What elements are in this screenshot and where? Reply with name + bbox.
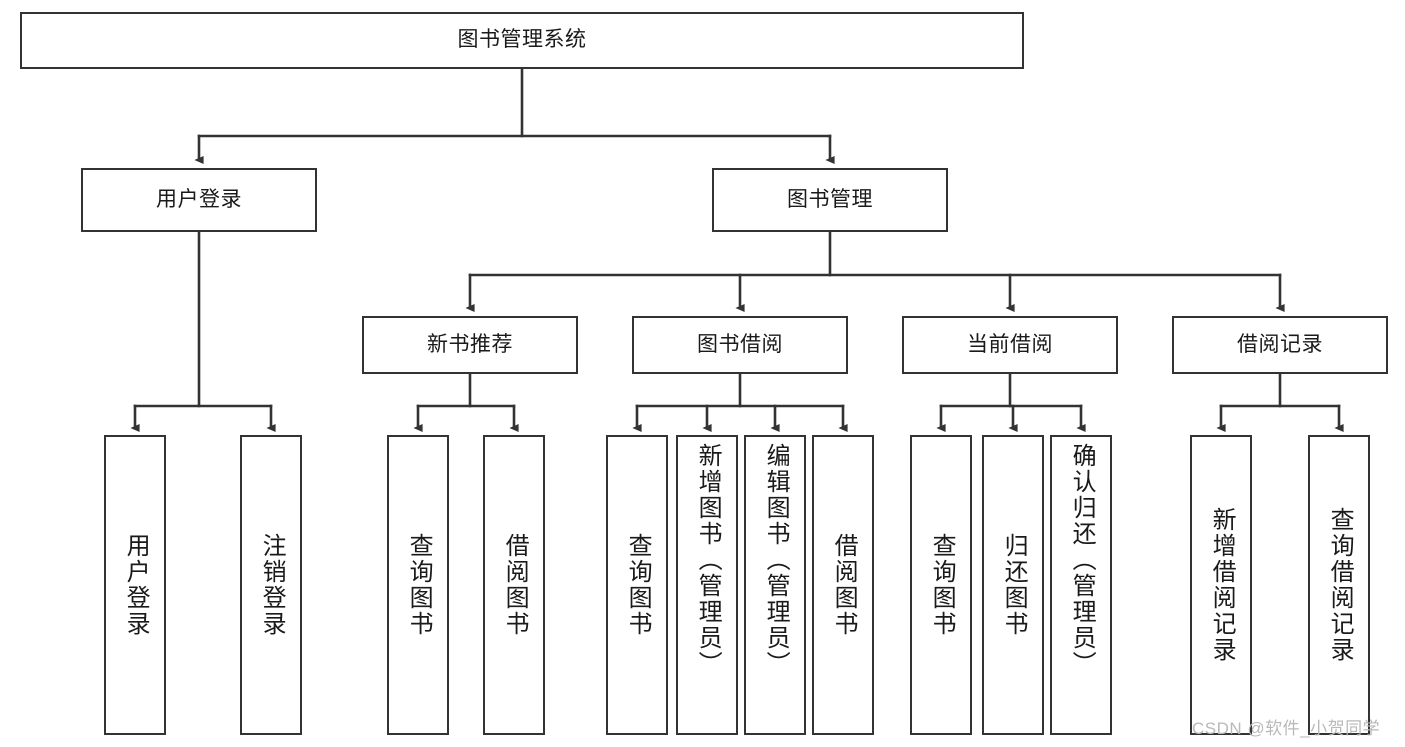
- node-leaf-confirm-return-label: 确认归还（管理员）: [1068, 443, 1096, 677]
- node-borrow-record-label: 借阅记录: [1237, 332, 1323, 356]
- node-leaf-user-login[interactable]: 用户登录: [104, 435, 166, 735]
- node-current-borrow[interactable]: 当前借阅: [902, 316, 1118, 374]
- node-leaf-query-record-label: 查询借阅记录: [1326, 507, 1354, 663]
- node-book-borrow-label: 图书借阅: [697, 332, 783, 356]
- node-leaf-query-book-3-label: 查询图书: [928, 533, 956, 637]
- node-borrow-record[interactable]: 借阅记录: [1172, 316, 1388, 374]
- node-leaf-borrow-book-2[interactable]: 借阅图书: [812, 435, 874, 735]
- node-leaf-add-record[interactable]: 新增借阅记录: [1190, 435, 1252, 735]
- node-leaf-borrow-book-1[interactable]: 借阅图书: [483, 435, 545, 735]
- node-leaf-query-book-1-label: 查询图书: [405, 533, 433, 637]
- node-leaf-logout-label: 注销登录: [258, 533, 286, 637]
- node-leaf-borrow-book-2-label: 借阅图书: [830, 533, 858, 637]
- node-leaf-edit-book[interactable]: 编辑图书（管理员）: [744, 435, 806, 735]
- node-leaf-add-book-label: 新增图书（管理员）: [694, 443, 722, 677]
- node-leaf-add-record-label: 新增借阅记录: [1208, 507, 1236, 663]
- node-current-borrow-label: 当前借阅: [967, 332, 1053, 356]
- node-leaf-query-book-2[interactable]: 查询图书: [606, 435, 668, 735]
- node-root-label: 图书管理系统: [457, 28, 587, 52]
- node-leaf-return-book-label: 归还图书: [1000, 533, 1028, 637]
- node-user-login-label: 用户登录: [156, 187, 242, 211]
- node-user-login[interactable]: 用户登录: [81, 168, 317, 232]
- node-leaf-query-book-2-label: 查询图书: [624, 533, 652, 637]
- node-book-management-label: 图书管理: [787, 187, 873, 211]
- node-leaf-return-book[interactable]: 归还图书: [982, 435, 1044, 735]
- csdn-watermark: CSDN @软件_小贺同学: [1192, 719, 1381, 738]
- node-new-book-recommend-label: 新书推荐: [427, 332, 513, 356]
- node-leaf-borrow-book-1-label: 借阅图书: [501, 533, 529, 637]
- node-leaf-edit-book-label: 编辑图书（管理员）: [762, 443, 790, 677]
- node-leaf-user-login-label: 用户登录: [122, 533, 150, 637]
- node-leaf-query-record[interactable]: 查询借阅记录: [1308, 435, 1370, 735]
- node-book-borrow[interactable]: 图书借阅: [632, 316, 848, 374]
- node-leaf-logout[interactable]: 注销登录: [240, 435, 302, 735]
- node-book-management[interactable]: 图书管理: [712, 168, 948, 232]
- node-root[interactable]: 图书管理系统: [20, 12, 1024, 69]
- node-leaf-confirm-return[interactable]: 确认归还（管理员）: [1050, 435, 1112, 735]
- node-leaf-add-book[interactable]: 新增图书（管理员）: [676, 435, 738, 735]
- node-leaf-query-book-1[interactable]: 查询图书: [387, 435, 449, 735]
- node-new-book-recommend[interactable]: 新书推荐: [362, 316, 578, 374]
- node-leaf-query-book-3[interactable]: 查询图书: [910, 435, 972, 735]
